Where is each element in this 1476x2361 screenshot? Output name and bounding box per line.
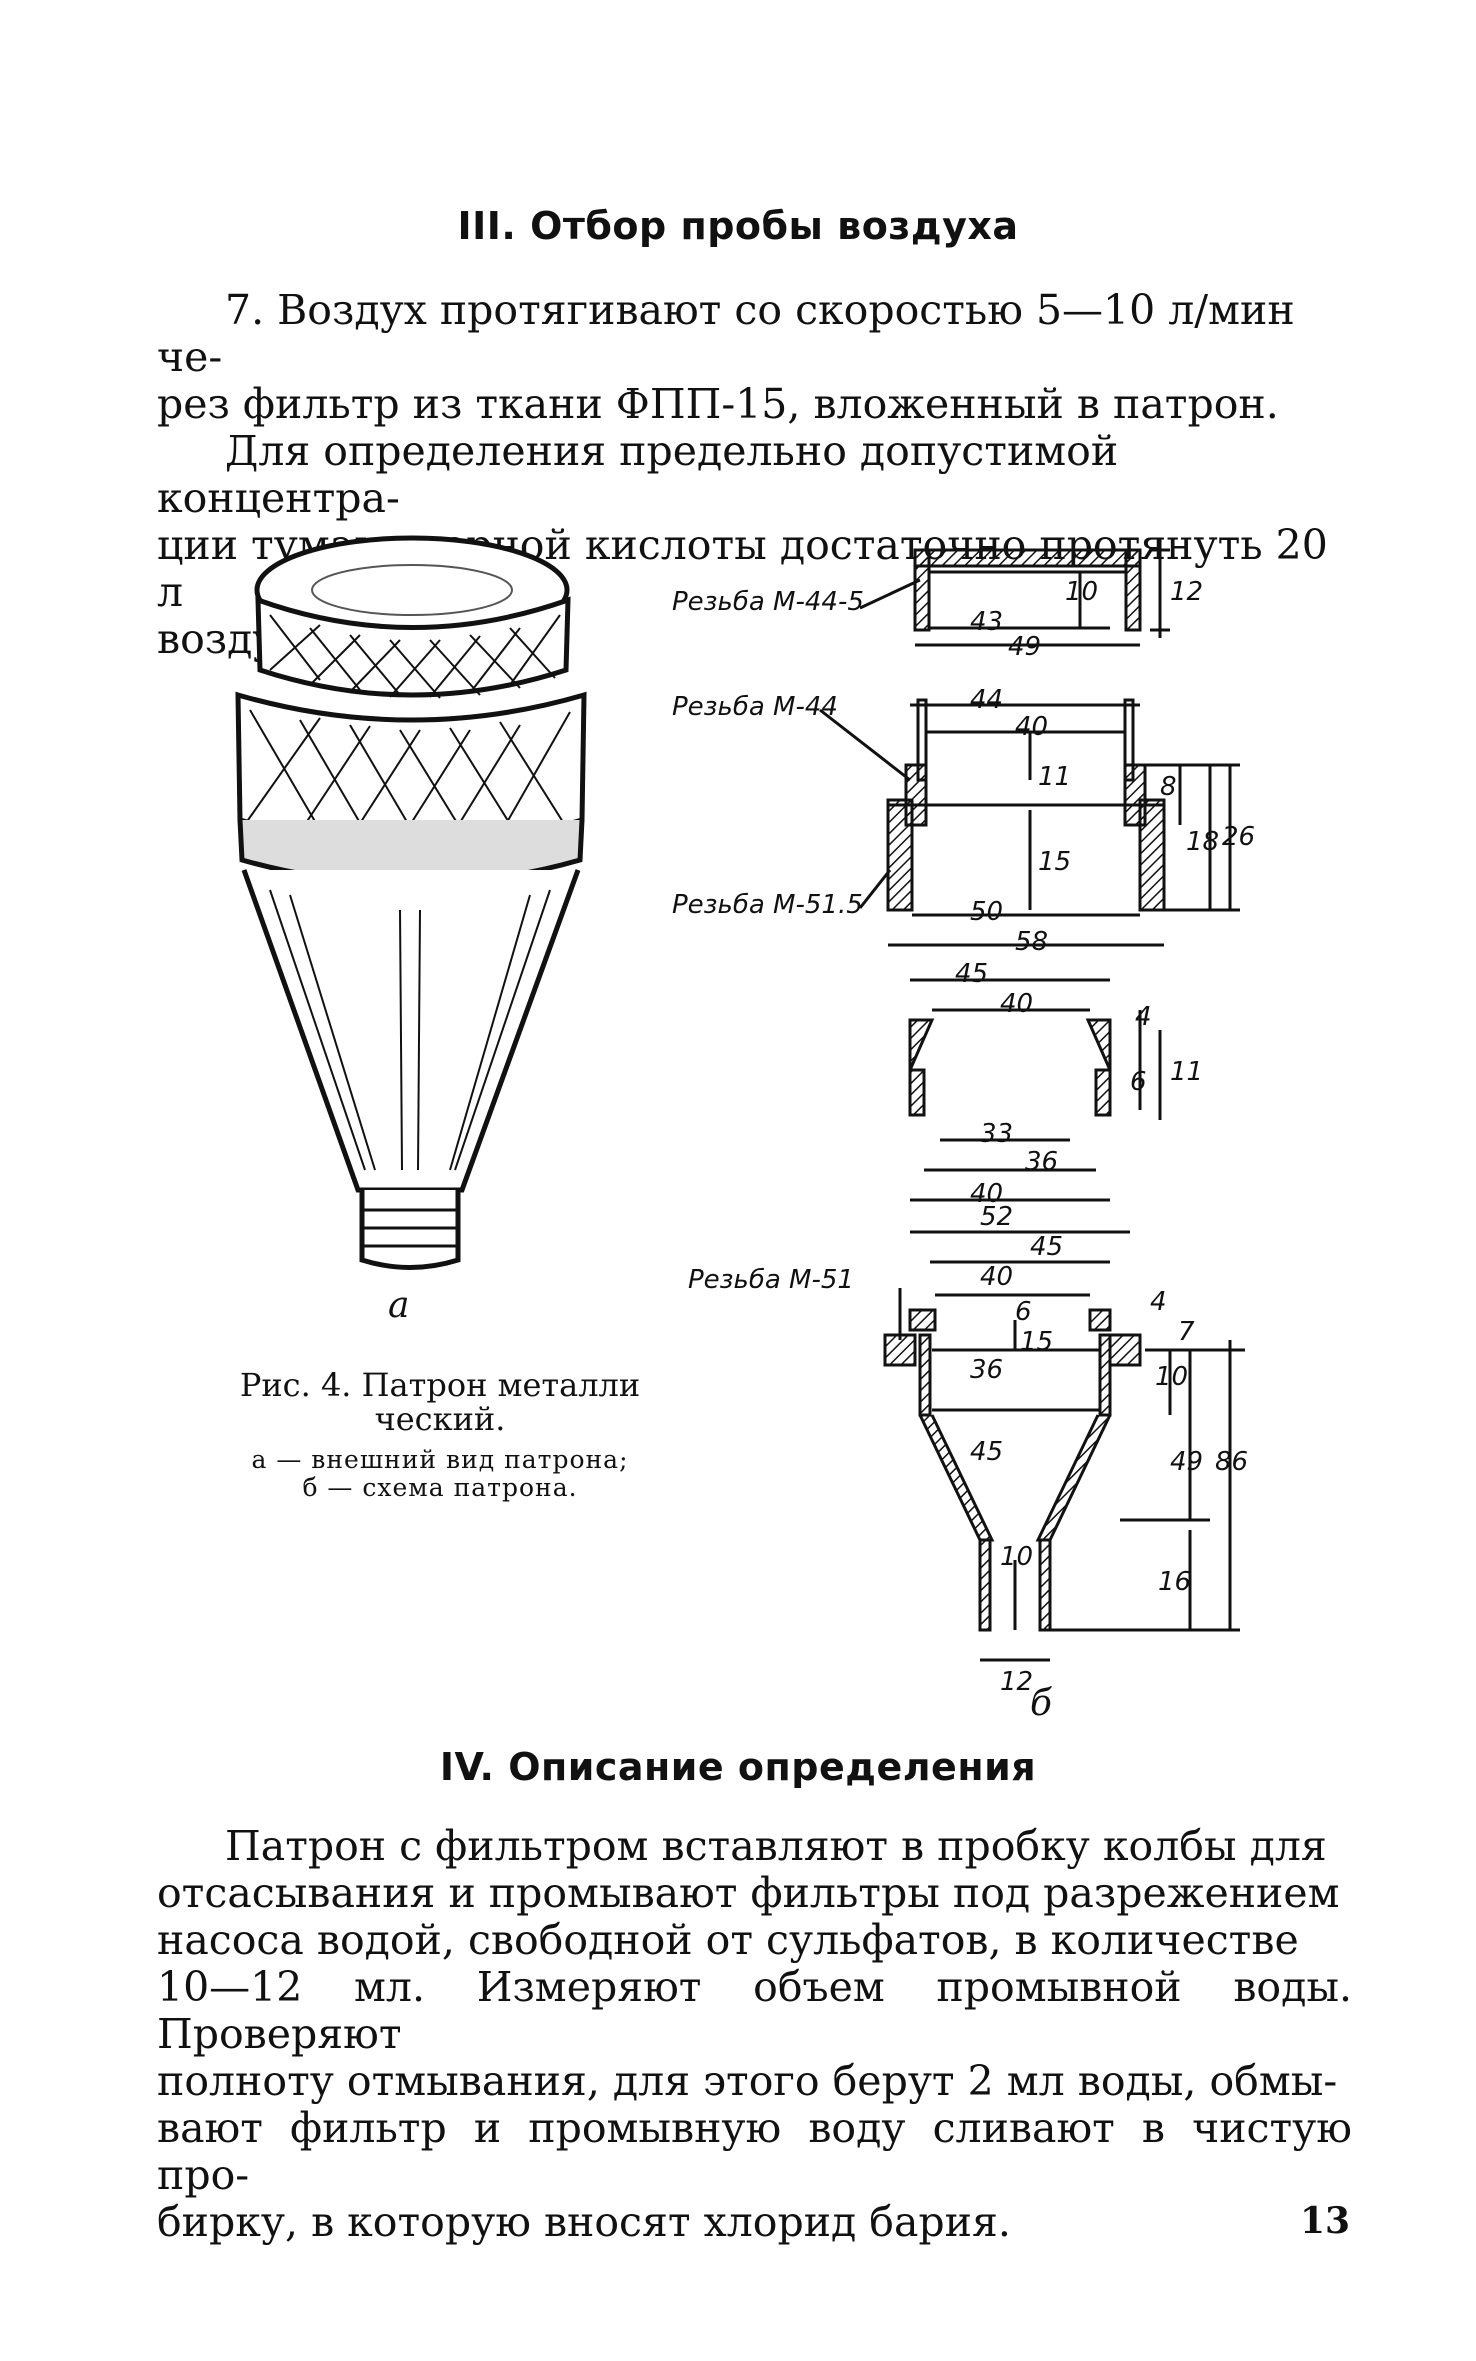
section-4-heading: IV. Описание определения [439,1745,1037,1789]
thread-label-3: Резьба М-51.5 [672,890,863,920]
paragraph-2-line-1: Для определения предельно допустимой кон… [157,427,1119,522]
figure-label-a: а [388,1285,410,1326]
section-4-line-1: Патрон с фильтром вставляют в пробку кол… [225,1822,1327,1870]
thread-label-4: Резьба М-51 [688,1265,854,1295]
dim-p2-40: 40 [1015,712,1048,742]
dim-p4-4: 4 [1150,1287,1167,1317]
cartridge-schematic-drawing: Резьба М-44-5 Резьба М-44 Резьба М-51.5 … [672,538,1255,1697]
dim-p4-36: 36 [970,1355,1003,1385]
figure-legend: а — внешний вид патрона; б — схема патро… [205,1446,675,1502]
dim-p4-15: 15 [1020,1327,1053,1357]
dim-p3-6: 6 [1130,1067,1147,1097]
dim-p3-45: 45 [955,959,988,989]
thread-label-1: Резьба М-44-5 [672,587,864,617]
dim-p4-52: 52 [980,1202,1013,1232]
dim-p4-40: 40 [980,1262,1013,1292]
dim-p2-26: 26 [1222,822,1255,852]
figure-caption: Рис. 4. Патрон металли ческий. [205,1368,675,1436]
dim-p4-7: 7 [1178,1317,1195,1347]
dim-p1-12: 12 [1170,577,1203,607]
paragraph-7-line-2: рез фильтр из ткани ФПП-15, вложенный в … [157,380,1279,428]
thread-label-2: Резьба М-44 [672,692,838,722]
figure-caption-line-2: ческий. [374,1400,506,1438]
dim-p2-8: 8 [1160,772,1177,802]
figure-caption-line-1: Рис. 4. Патрон металли [239,1366,641,1404]
dim-p4-6: 6 [1015,1297,1032,1327]
dim-p2-44: 44 [970,685,1003,715]
figure-label-b: б [1030,1683,1052,1724]
dim-p2-18: 18 [1186,827,1219,857]
section-4-line-5: полноту отмывания, для этого берут 2 мл … [157,2057,1338,2105]
dim-p3-36: 36 [1025,1147,1058,1177]
section-4-line-2: отсасывания и промывают фильтры под разр… [157,1869,1340,1917]
paragraph-7-line-1: 7. Воздух протягивают со скоростью 5—10 … [157,286,1295,381]
dim-p3-11: 11 [1170,1057,1203,1087]
dim-p4-49: 49 [1170,1447,1203,1477]
dim-p1-10: 10 [1065,577,1098,607]
dim-p1-49: 49 [1008,632,1041,662]
dim-p2-15: 15 [1038,847,1071,877]
figure-legend-line-1: а — внешний вид патрона; [251,1445,629,1474]
section-4-line-3: насоса водой, свободной от сульфатов, в … [157,1916,1299,1964]
figure-legend-line-2: б — схема патрона. [302,1473,578,1502]
section-4-line-7: бирку, в которую вносят хлорид бария. [157,2198,1011,2246]
dim-p4-10b: 10 [1000,1542,1033,1572]
dim-p2-50: 50 [970,897,1003,927]
cartridge-external-view-drawing [235,535,587,1270]
dim-p4-16: 16 [1158,1567,1191,1597]
dim-p4-12: 12 [1000,1667,1033,1697]
dim-p3-33: 33 [980,1119,1013,1149]
dim-p3-40: 40 [1000,989,1033,1019]
dim-p3-40b: 40 [970,1179,1003,1209]
dim-p4-45b: 45 [970,1437,1003,1467]
dim-p4-86: 86 [1215,1447,1248,1477]
dim-p4-10: 10 [1155,1362,1188,1392]
section-3-body: 7. Воздух протягивают со скоростью 5—10 … [157,287,1352,663]
section-4-body: Патрон с фильтром вставляют в пробку кол… [157,1823,1352,2246]
dim-p1-43: 43 [970,607,1003,637]
section-4-line-4: 10—12 мл. Измеряют объем промывной воды.… [157,1963,1352,2058]
dim-p2-58: 58 [1015,927,1048,957]
section-4-line-6: вают фильтр и промывную воду сливают в ч… [157,2104,1352,2199]
section-3-heading: III. Отбор пробы воздуха [457,204,1019,248]
page-number: 13 [1300,2200,1351,2242]
dim-p2-11: 11 [1038,762,1071,792]
dim-p3-4: 4 [1135,1002,1152,1032]
dim-p4-45: 45 [1030,1232,1063,1262]
